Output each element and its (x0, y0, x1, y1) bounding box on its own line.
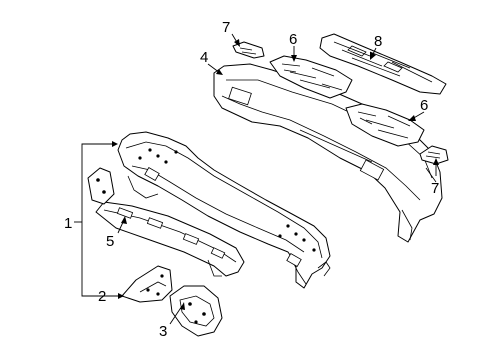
callout-8: 8 (374, 33, 382, 50)
outer-bracket (169, 285, 223, 337)
callout-7-lower: 7 (431, 180, 439, 197)
callout-6-lower: 6 (420, 97, 428, 114)
left-bracket (87, 167, 115, 205)
mounting-bracket (121, 265, 173, 303)
callout-4: 4 (200, 49, 208, 66)
end-pad-lower (419, 145, 449, 165)
cross-member (95, 201, 245, 277)
step-pad-center (319, 33, 447, 95)
callout-5: 5 (106, 233, 114, 250)
callout-3: 3 (159, 323, 167, 340)
callout-2: 2 (98, 288, 106, 305)
impact-bar (117, 131, 331, 289)
callout-7-upper: 7 (222, 19, 230, 36)
leader-lines (112, 33, 439, 325)
end-pad-upper (232, 41, 265, 59)
step-pad-lower (345, 103, 425, 147)
callout-1: 1 (64, 215, 72, 232)
callout-6-upper: 6 (289, 31, 297, 48)
